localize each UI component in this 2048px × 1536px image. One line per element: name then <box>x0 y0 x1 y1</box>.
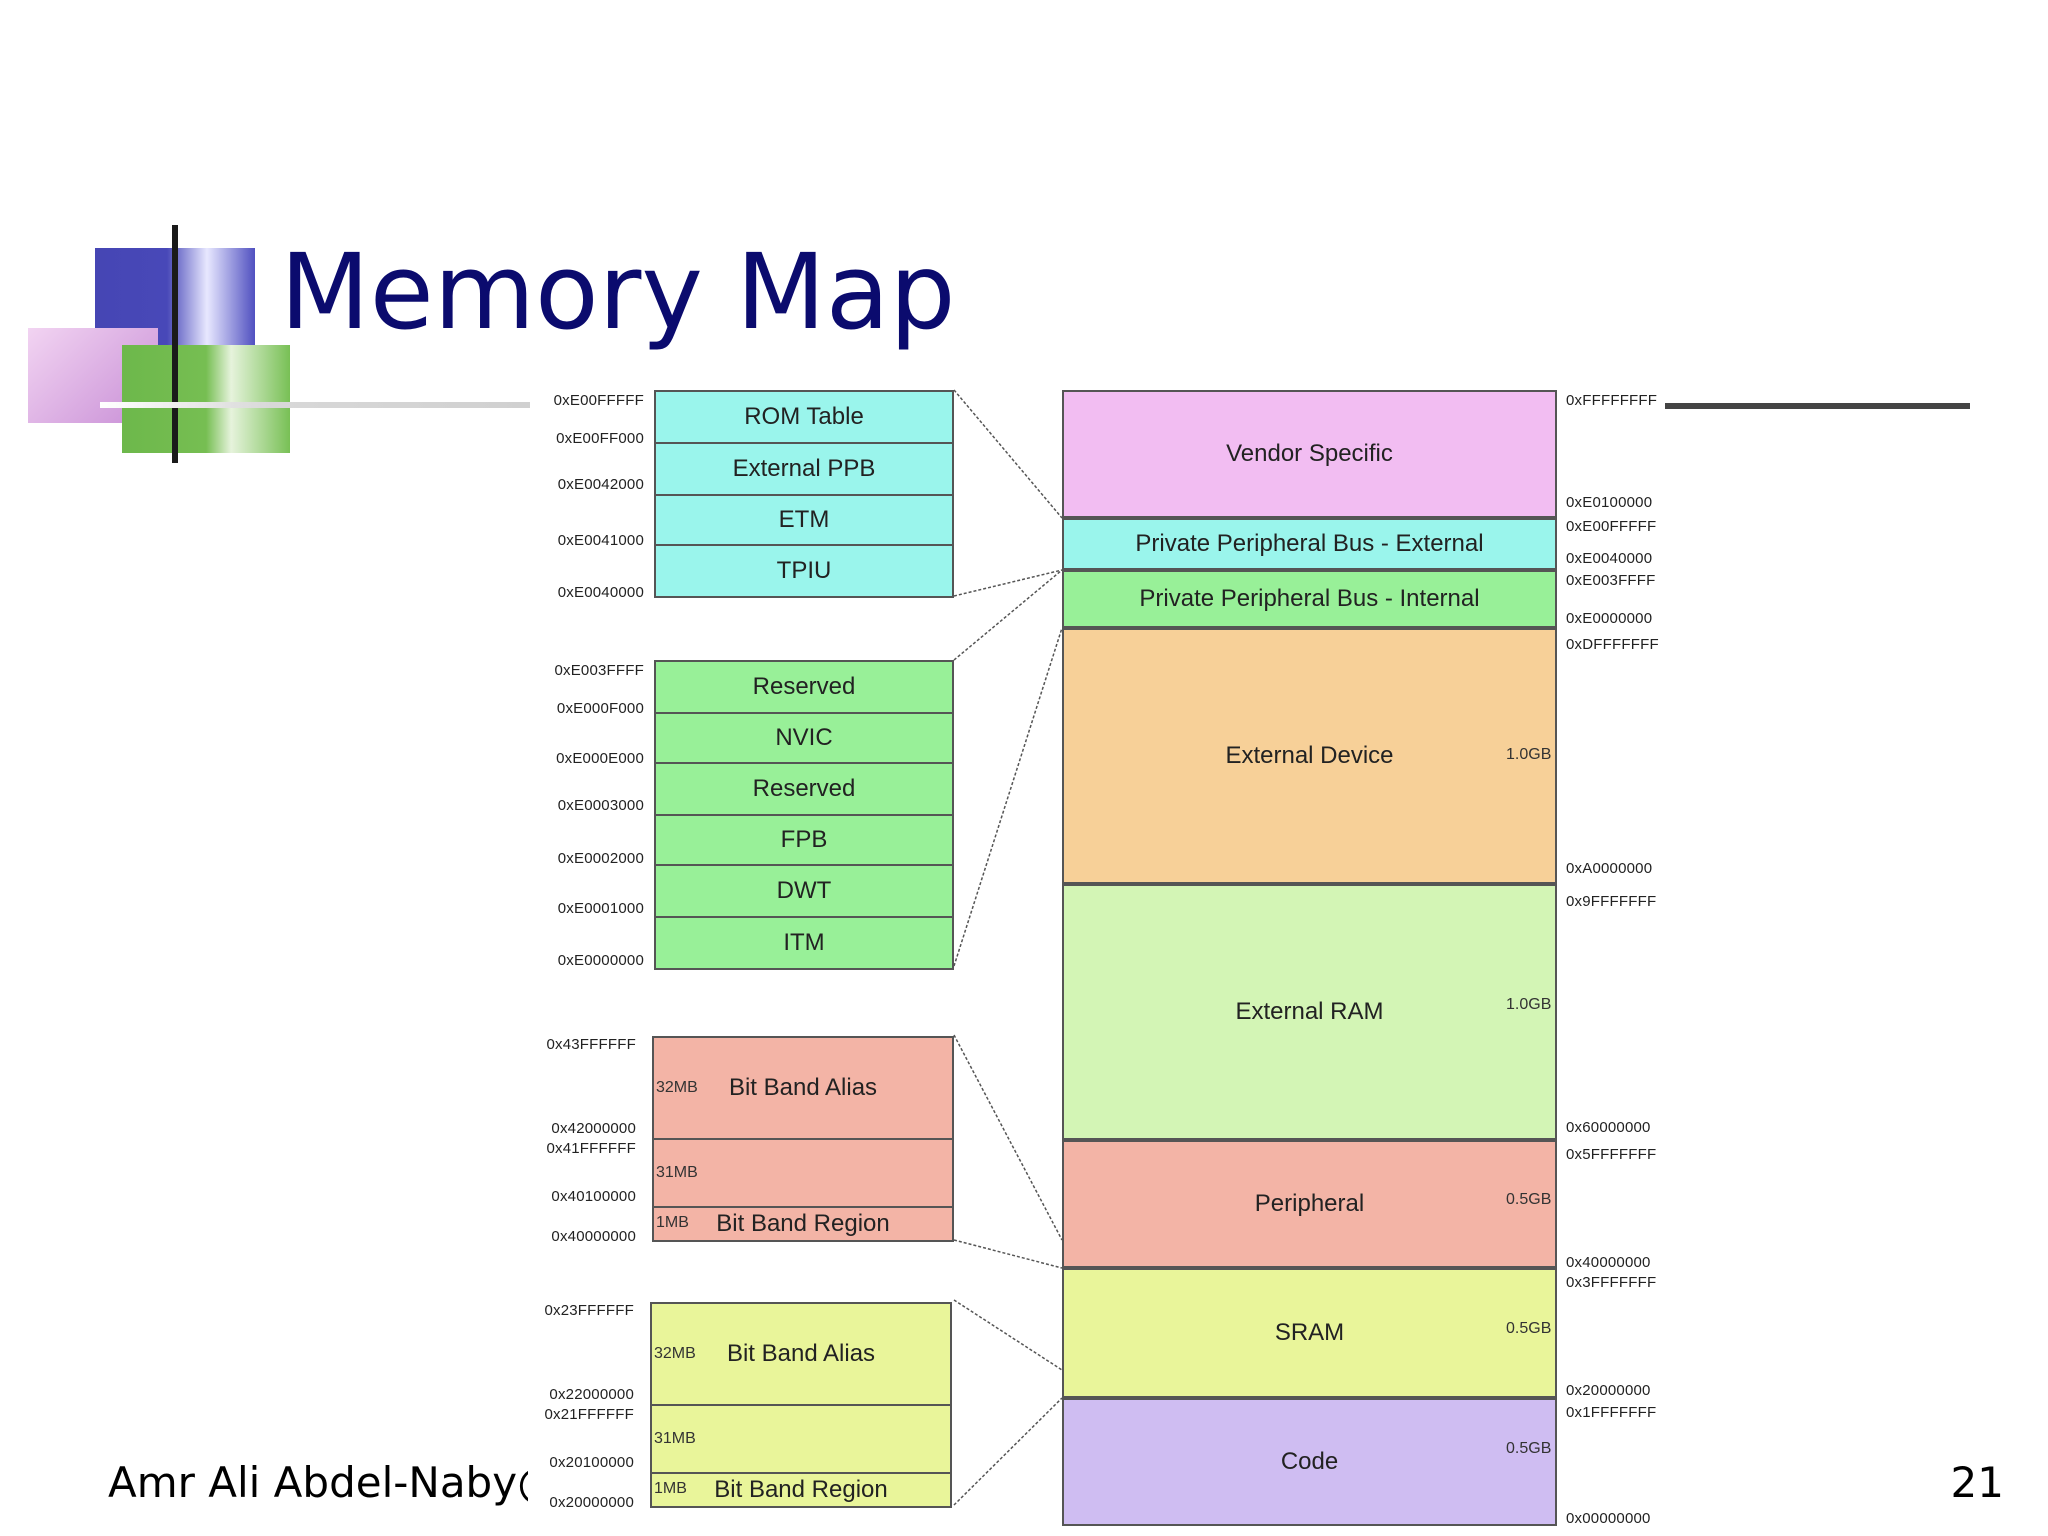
title-underline <box>1665 403 1970 409</box>
address-label: 0x43FFFFFF <box>546 1036 636 1053</box>
region-external-ram: External RAM <box>1062 884 1557 1140</box>
address-label: 0x00000000 <box>1566 1510 1651 1527</box>
region-code: Code <box>1062 1398 1557 1526</box>
address-label: 0xE000F000 <box>556 700 644 717</box>
address-label: 0x22000000 <box>549 1386 634 1403</box>
region-peripheral: Peripheral <box>1062 1140 1557 1268</box>
address-label: 0xE00FF000 <box>556 430 644 447</box>
address-label: 0xE003FFFF <box>554 662 644 679</box>
address-label: 0xE0100000 <box>1566 494 1653 511</box>
address-label: 0xA0000000 <box>1566 860 1653 877</box>
block-dwt: DWT <box>654 864 954 918</box>
size-tag: 1MB <box>654 1480 687 1497</box>
page-number: 21 <box>1950 1458 2004 1507</box>
address-label: 0x5FFFFFFF <box>1566 1146 1657 1163</box>
address-label: 0x40000000 <box>1566 1254 1651 1271</box>
address-label: 0xFFFFFFFF <box>1566 392 1658 409</box>
address-label: 0xE0002000 <box>557 850 644 867</box>
address-label: 0x20000000 <box>1566 1382 1651 1399</box>
address-label: 0x41FFFFFF <box>546 1140 636 1157</box>
size-external-ram: 1.0GB <box>1506 996 1552 1013</box>
size-external-device: 1.0GB <box>1506 746 1552 763</box>
block-reserved-1: Reserved <box>654 660 954 714</box>
size-tag: 1MB <box>656 1214 689 1231</box>
address-label: 0x9FFFFFFF <box>1566 893 1657 910</box>
address-label: 0x42000000 <box>551 1120 636 1137</box>
slide-title: Memory Map <box>280 231 956 353</box>
address-label: 0xE0000000 <box>1566 610 1653 627</box>
address-label: 0xE00FFFFF <box>1566 518 1657 535</box>
region-external-device: External Device <box>1062 628 1557 884</box>
address-label: 0xE0000000 <box>557 952 644 969</box>
region-vendor-specific: Vendor Specific <box>1062 390 1557 518</box>
block-fpb: FPB <box>654 814 954 866</box>
size-tag: 31MB <box>654 1430 696 1447</box>
address-label: 0x60000000 <box>1566 1119 1651 1136</box>
block-peripheral-31mb <box>652 1138 954 1208</box>
address-label: 0xE0041000 <box>557 532 644 549</box>
size-peripheral: 0.5GB <box>1506 1191 1552 1208</box>
address-label: 0xDFFFFFFF <box>1566 636 1659 653</box>
block-nvic: NVIC <box>654 712 954 764</box>
block-tpiu: TPIU <box>654 544 954 598</box>
region-ppb-external: Private Peripheral Bus - External <box>1062 518 1557 570</box>
address-label: 0x20000000 <box>549 1494 634 1511</box>
address-label: 0x40000000 <box>551 1228 636 1245</box>
block-sram-bitband-region: Bit Band Region <box>650 1472 952 1508</box>
address-label: 0xE003FFFF <box>1566 572 1656 589</box>
address-label: 0xE0040000 <box>1566 550 1653 567</box>
address-label: 0x20100000 <box>549 1454 634 1471</box>
block-etm: ETM <box>654 494 954 546</box>
address-label: 0xE0042000 <box>557 476 644 493</box>
address-label: 0x1FFFFFFF <box>1566 1404 1657 1421</box>
address-label: 0xE000E000 <box>556 750 644 767</box>
block-sram-bitband-alias: Bit Band Alias <box>650 1302 952 1406</box>
size-tag: 31MB <box>656 1164 698 1181</box>
region-sram: SRAM <box>1062 1268 1557 1398</box>
address-label: 0x40100000 <box>551 1188 636 1205</box>
address-label: 0x21FFFFFF <box>544 1406 634 1423</box>
block-external-ppb: External PPB <box>654 442 954 496</box>
size-tag: 32MB <box>654 1345 696 1362</box>
address-label: 0xE00FFFFF <box>553 392 644 409</box>
address-label: 0xE0040000 <box>557 584 644 601</box>
block-reserved-2: Reserved <box>654 762 954 816</box>
size-sram: 0.5GB <box>1506 1320 1552 1337</box>
footer-author: Amr Ali Abdel-Naby@2010 <box>108 1458 528 1507</box>
address-label: 0xE0001000 <box>557 900 644 917</box>
size-code: 0.5GB <box>1506 1440 1552 1457</box>
block-sram-31mb <box>650 1404 952 1474</box>
address-label: 0x23FFFFFF <box>544 1302 634 1319</box>
region-ppb-internal: Private Peripheral Bus - Internal <box>1062 570 1557 628</box>
block-itm: ITM <box>654 916 954 970</box>
block-peripheral-bitband-region: Bit Band Region <box>652 1206 954 1242</box>
block-rom-table: ROM Table <box>654 390 954 444</box>
size-tag: 32MB <box>656 1079 698 1096</box>
address-label: 0xE0003000 <box>557 797 644 814</box>
address-label: 0x3FFFFFFF <box>1566 1274 1657 1291</box>
